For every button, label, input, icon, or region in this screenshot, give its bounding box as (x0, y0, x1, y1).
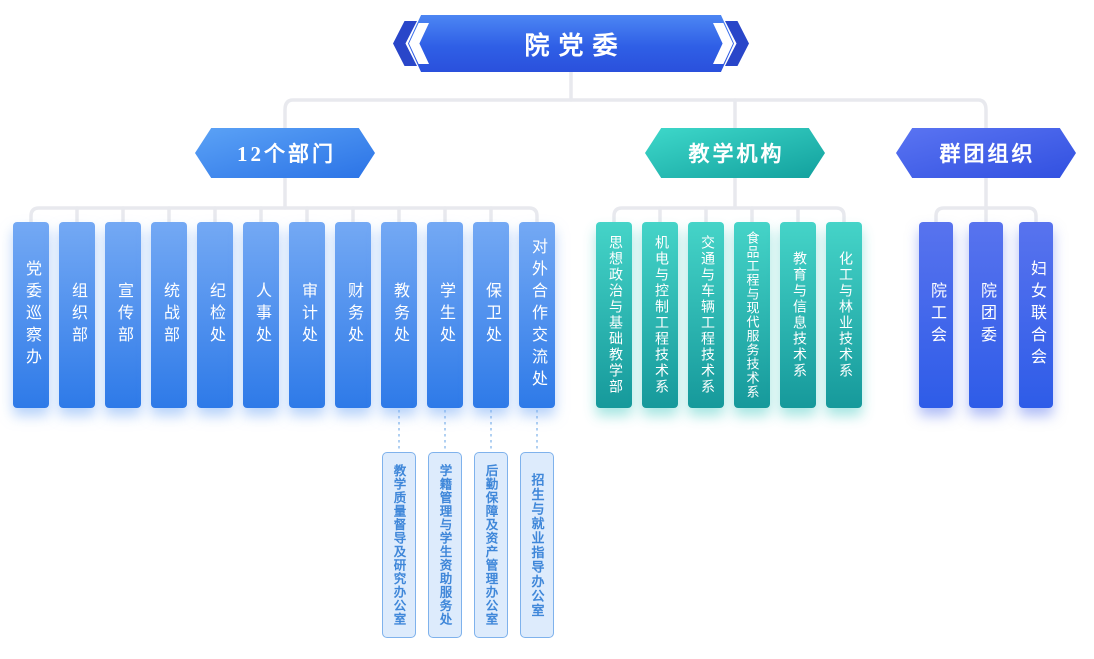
mass-org-connectors (934, 176, 1038, 224)
node-label: 院团委 (978, 282, 995, 348)
branch-label: 教学机构 (688, 142, 785, 166)
dept-bar-4: 统战部 (151, 222, 187, 408)
node-label: 化工与林业技术系 (837, 251, 852, 379)
branch-label: 12个部门 (237, 142, 336, 166)
dept-bar-7: 审计处 (289, 222, 325, 408)
node-label: 机电与控制工程技术系 (653, 235, 668, 395)
node-label: 招生与就业指导办公室 (529, 472, 545, 618)
node-label: 后勤保障及资产管理办公室 (483, 464, 498, 626)
dept-bar-12: 对外合作交流处 (519, 222, 555, 408)
chevron-left-icon (409, 23, 429, 64)
node-label: 组织部 (69, 282, 86, 348)
teaching-bar-5: 教育与信息技术系 (780, 222, 816, 408)
dept-bar-1: 党委巡察办 (13, 222, 49, 408)
node-label: 思想政治与基础教学部 (607, 235, 622, 395)
branch-label: 群团组织 (939, 142, 1036, 166)
node-label: 对外合作交流处 (529, 238, 546, 392)
root-banner: 院党委 (393, 15, 734, 72)
node-label: 食品工程与现代服务技术系 (744, 231, 760, 399)
node-label: 妇女联合会 (1028, 260, 1045, 370)
node-label: 交通与车辆工程技术系 (699, 235, 714, 395)
dept-bar-5: 纪检处 (197, 222, 233, 408)
dotted-connectors (398, 410, 538, 450)
dept-bar-11: 保卫处 (473, 222, 509, 408)
node-label: 统战部 (161, 282, 178, 348)
node-label: 教育与信息技术系 (791, 251, 806, 379)
mass-org-bar-3: 妇女联合会 (1019, 222, 1053, 408)
node-label: 保卫处 (483, 282, 500, 348)
node-label: 教务处 (391, 282, 408, 348)
mass-org-bar-1: 院工会 (919, 222, 953, 408)
mass-org-bar-2: 院团委 (969, 222, 1003, 408)
dept-bar-6: 人事处 (243, 222, 279, 408)
teaching-bar-1: 思想政治与基础教学部 (596, 222, 632, 408)
teaching-bar-2: 机电与控制工程技术系 (642, 222, 678, 408)
node-label: 学籍管理与学生资助服务处 (437, 464, 452, 626)
dept-bar-9: 教务处 (381, 222, 417, 408)
branch-banner-departments: 12个部门 (195, 128, 375, 178)
departments-connectors (29, 176, 539, 224)
teaching-bar-3: 交通与车辆工程技术系 (688, 222, 724, 408)
node-label: 财务处 (345, 282, 362, 348)
teaching-bar-4: 食品工程与现代服务技术系 (734, 222, 770, 408)
dept-bar-2: 组织部 (59, 222, 95, 408)
node-label: 党委巡察办 (23, 260, 40, 370)
node-label: 学生处 (437, 282, 454, 348)
teaching-bar-6: 化工与林业技术系 (826, 222, 862, 408)
node-label: 院工会 (928, 282, 945, 348)
sub-office-box-3: 后勤保障及资产管理办公室 (474, 452, 508, 638)
dept-bar-3: 宣传部 (105, 222, 141, 408)
dept-bar-8: 财务处 (335, 222, 371, 408)
branch-banner-mass-org: 群团组织 (896, 128, 1076, 178)
root-banner-body: 院党委 (408, 15, 734, 72)
sub-office-box-4: 招生与就业指导办公室 (520, 452, 554, 638)
sub-office-box-1: 教学质量督导及研究办公室 (382, 452, 416, 638)
level1-connectors (283, 70, 988, 130)
node-label: 纪检处 (207, 282, 224, 348)
node-label: 审计处 (299, 282, 316, 348)
node-label: 教学质量督导及研究办公室 (391, 464, 406, 626)
node-label: 宣传部 (115, 282, 132, 348)
node-label: 人事处 (253, 282, 270, 348)
teaching-connectors (612, 176, 846, 224)
root-label: 院党委 (524, 32, 627, 60)
dept-bar-10: 学生处 (427, 222, 463, 408)
sub-office-box-2: 学籍管理与学生资助服务处 (428, 452, 462, 638)
branch-banner-teaching: 教学机构 (645, 128, 825, 178)
